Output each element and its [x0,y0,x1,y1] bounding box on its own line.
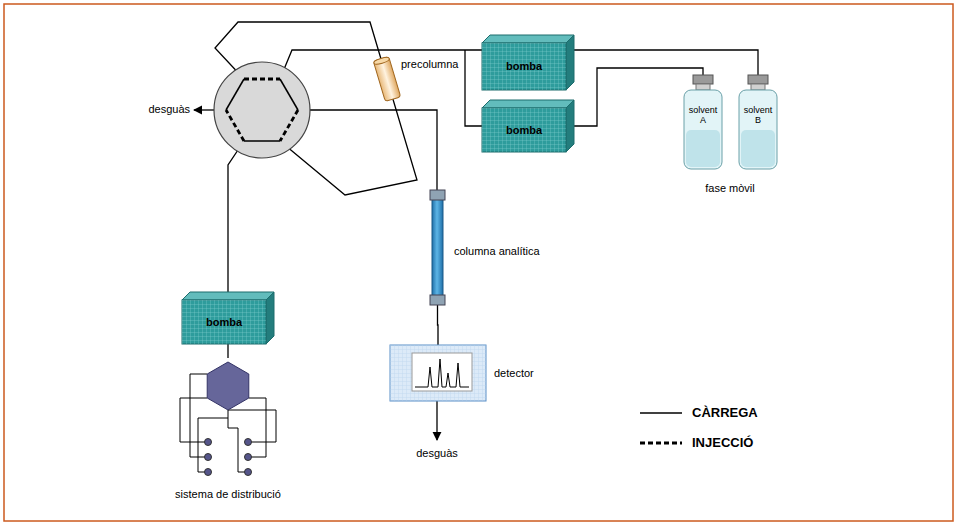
frame [4,4,953,521]
pump-node: bomba [482,35,574,90]
vial-port [245,439,252,446]
pump-label: bomba [182,300,266,344]
legend-text: CÀRREGA [692,405,758,420]
valve-body [214,62,310,158]
precol-node: precolumna [377,58,397,100]
valve-channel [280,110,298,141]
tube-connector [227,344,228,358]
solvent-label: solvent A [686,105,720,125]
pump-line [465,50,482,126]
vial-port [205,469,212,476]
pump-grid [482,43,566,90]
distribution-valve [207,362,249,410]
detector-shape [390,345,486,401]
dist-shape [168,358,288,506]
distribution-tube [198,410,228,472]
bottle-node: solvent A [683,75,723,170]
vial-port [205,439,212,446]
bottle-body [739,90,777,169]
pump-grid [482,108,566,152]
pump-top [482,100,574,108]
tube-connector [574,50,758,75]
vial-port [245,454,252,461]
legend-samples [640,413,682,443]
precolumn-body [373,56,400,101]
pump-label: bomba [482,43,566,90]
valve [214,62,310,158]
solvent-label: solvent B [741,105,775,125]
bottle-node: solvent B [738,75,778,170]
part-label: sistema de distribució [168,488,288,501]
bottle-body [684,90,722,169]
pump-front [182,300,266,344]
pump-grid [182,300,266,344]
group-label: fase mòvil [690,182,770,195]
precolumn-end [373,56,390,65]
detector-box [390,345,486,401]
column-body [432,199,443,296]
dist-node: sistema de distribució [168,358,288,506]
legend-text: INJECCIÓ [692,435,753,450]
pump-node: bomba [482,100,574,152]
distribution-tube [228,410,276,442]
pump-label: bomba [482,108,566,152]
pump-side [266,292,274,344]
tube-connector [437,305,439,345]
pump-side [566,35,574,90]
chromatogram [415,359,469,387]
pump-top [182,292,274,300]
bottle-cap [748,75,768,84]
distribution-tube [180,398,208,442]
waste-label: desguàs [140,103,190,116]
legend-dashed-line [640,442,682,445]
distribution-tube [248,398,266,457]
vial-port [205,454,212,461]
valve-channel [244,78,280,81]
column-cap [430,295,445,305]
part-label: columna analítica [454,245,540,258]
vial-port [245,469,252,476]
valve-channel [244,140,280,142]
bottle-cap [693,75,713,84]
pump-side [566,100,574,152]
part-label: detector [494,367,534,380]
liquid [686,130,720,167]
valve-channel [280,79,298,110]
tubing [194,22,482,440]
pump-front [482,108,566,152]
pump-node: bomba [182,292,274,344]
valve-channel [226,79,244,110]
bottle-neck [696,84,710,90]
legend-line [640,412,682,414]
distribution-tube [228,418,248,472]
precolumn-tube [373,57,400,102]
bottle-neck [751,84,765,90]
column-node: columna analítica [430,190,445,305]
sample-loop [215,22,417,195]
detector-node: detector [390,345,486,401]
waste-arrow [436,401,437,440]
detector-screen [412,353,472,391]
valve-channel [226,110,244,141]
part-label: precolumna [401,58,458,71]
precol-shape [377,58,397,100]
waste-label: desguàs [411,447,463,460]
feed-line [228,141,244,292]
column-shape [430,190,445,305]
detector-grid [390,345,486,401]
liquid [741,130,775,167]
column-cap [430,190,445,200]
column-line [298,110,437,190]
pump-front [482,43,566,90]
pump-top [482,35,574,43]
